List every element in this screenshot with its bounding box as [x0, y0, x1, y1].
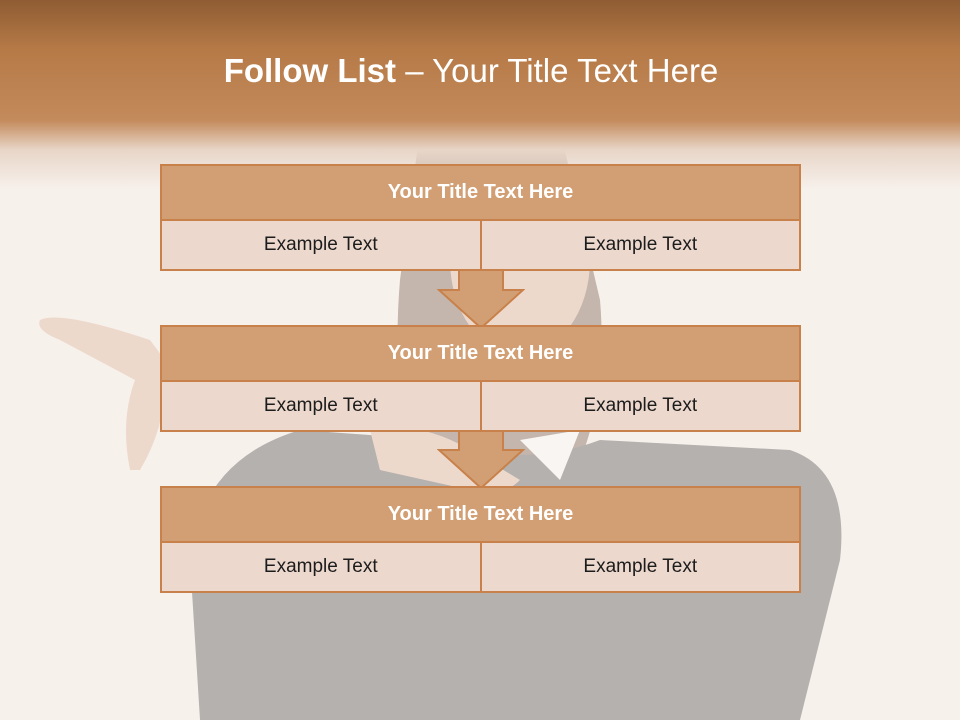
- down-arrow-icon: [437, 430, 525, 490]
- block-cell-right: Example Text: [481, 543, 801, 593]
- block-cell-right: Example Text: [481, 382, 801, 432]
- title-bold: Follow List: [223, 52, 397, 89]
- block-title: Your Title Text Here: [160, 325, 801, 382]
- block-row: Example Text Example Text: [160, 543, 801, 593]
- down-arrow-icon: [437, 268, 525, 330]
- block-cell-right: Example Text: [481, 221, 801, 271]
- block-cell-left: Example Text: [160, 543, 482, 593]
- block-row: Example Text Example Text: [160, 221, 801, 271]
- slide-title: Follow List – Your Title Text Here: [0, 52, 942, 90]
- header-band: [0, 0, 960, 190]
- block-title: Your Title Text Here: [160, 164, 801, 221]
- list-block: Your Title Text Here Example Text Exampl…: [160, 325, 801, 432]
- title-rest: – Your Title Text Here: [405, 52, 719, 89]
- block-title: Your Title Text Here: [160, 486, 801, 543]
- block-cell-left: Example Text: [160, 382, 482, 432]
- list-block: Your Title Text Here Example Text Exampl…: [160, 486, 801, 593]
- list-block: Your Title Text Here Example Text Exampl…: [160, 164, 801, 271]
- block-cell-left: Example Text: [160, 221, 482, 271]
- block-row: Example Text Example Text: [160, 382, 801, 432]
